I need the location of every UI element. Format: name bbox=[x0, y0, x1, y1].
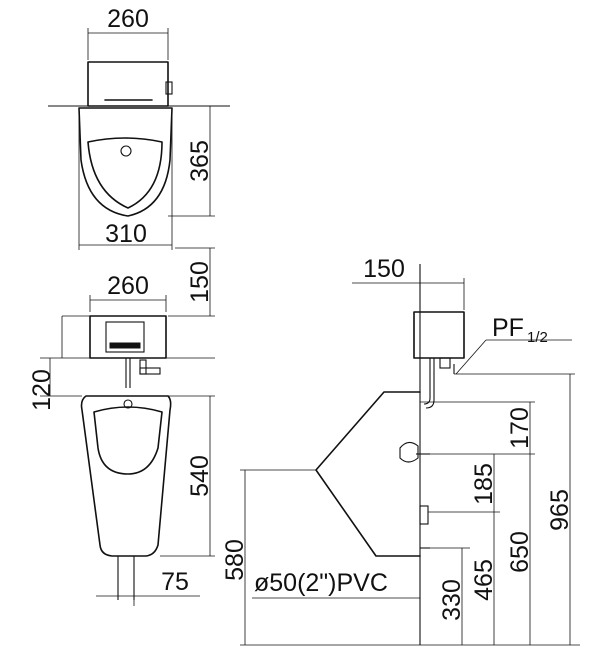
dim-front-tank-width: 260 bbox=[89, 272, 167, 312]
front-tank-panel bbox=[105, 321, 145, 353]
side-valve bbox=[439, 357, 451, 369]
side-outlet-fitting bbox=[419, 505, 429, 525]
label-465: 465 bbox=[470, 559, 498, 601]
dim-gap-150: 150 bbox=[168, 247, 215, 317]
dim-bowl-width: 310 bbox=[78, 112, 173, 250]
front-view bbox=[80, 315, 172, 600]
top-view bbox=[48, 61, 230, 217]
top-bowl-inner bbox=[87, 137, 163, 209]
dim-bowl-height: 365 bbox=[168, 105, 215, 217]
dim-side-tank-depth: 150 bbox=[352, 255, 465, 310]
label-260-top: 260 bbox=[107, 5, 149, 33]
side-tank-outline bbox=[413, 311, 465, 359]
dim-valve-offset: 120 bbox=[28, 357, 82, 411]
side-supply-pipe-outer bbox=[423, 358, 431, 405]
label-365: 365 bbox=[186, 140, 214, 182]
dim-outlet-offset: 75 bbox=[96, 568, 200, 606]
side-spreader bbox=[399, 441, 419, 463]
dim-h465: 465 bbox=[470, 512, 498, 645]
label-pf: PF bbox=[492, 314, 524, 342]
label-330: 330 bbox=[438, 579, 466, 621]
front-valve-arm bbox=[139, 367, 161, 375]
label-170: 170 bbox=[506, 407, 534, 449]
side-supply-pipe-inner bbox=[425, 358, 435, 409]
label-pf-sub: 1/2 bbox=[527, 329, 548, 346]
label-pipe: ø50(2")PVC bbox=[254, 569, 388, 597]
label-75: 75 bbox=[161, 568, 189, 596]
label-540: 540 bbox=[186, 455, 214, 497]
dim-h170: 170 bbox=[506, 402, 534, 454]
front-spud-hole bbox=[123, 399, 133, 409]
dim-h965: 965 bbox=[546, 374, 574, 645]
dim-h330: 330 bbox=[438, 548, 466, 645]
label-185: 185 bbox=[470, 463, 498, 505]
label-580: 580 bbox=[221, 539, 249, 581]
front-tank-outline bbox=[89, 315, 167, 359]
dim-top-tank-width: 260 bbox=[87, 5, 169, 60]
dim-urinal-height: 540 bbox=[160, 395, 215, 557]
label-260-front: 260 bbox=[107, 272, 149, 300]
dim-h650: 650 bbox=[506, 454, 534, 645]
side-urinal-profile bbox=[315, 391, 421, 557]
pipe-callout: ø50(2")PVC bbox=[252, 552, 421, 599]
pf-callout: PF 1/2 bbox=[455, 314, 572, 375]
front-flush-button bbox=[109, 342, 141, 349]
dim-h185: 185 bbox=[470, 454, 498, 512]
label-650: 650 bbox=[506, 531, 534, 573]
dim-total-580: 580 bbox=[221, 470, 249, 645]
label-965: 965 bbox=[546, 489, 574, 531]
top-drain-hole bbox=[120, 145, 132, 157]
top-bowl-outer bbox=[78, 107, 173, 217]
label-150-side: 150 bbox=[363, 255, 405, 283]
front-urinal-outer bbox=[80, 395, 172, 557]
front-urinal-inner bbox=[93, 406, 163, 475]
label-150-vertical: 150 bbox=[186, 261, 214, 303]
label-310: 310 bbox=[105, 220, 147, 248]
front-valve-body bbox=[139, 359, 147, 375]
top-tank-knob bbox=[165, 81, 173, 95]
label-120: 120 bbox=[28, 369, 56, 411]
